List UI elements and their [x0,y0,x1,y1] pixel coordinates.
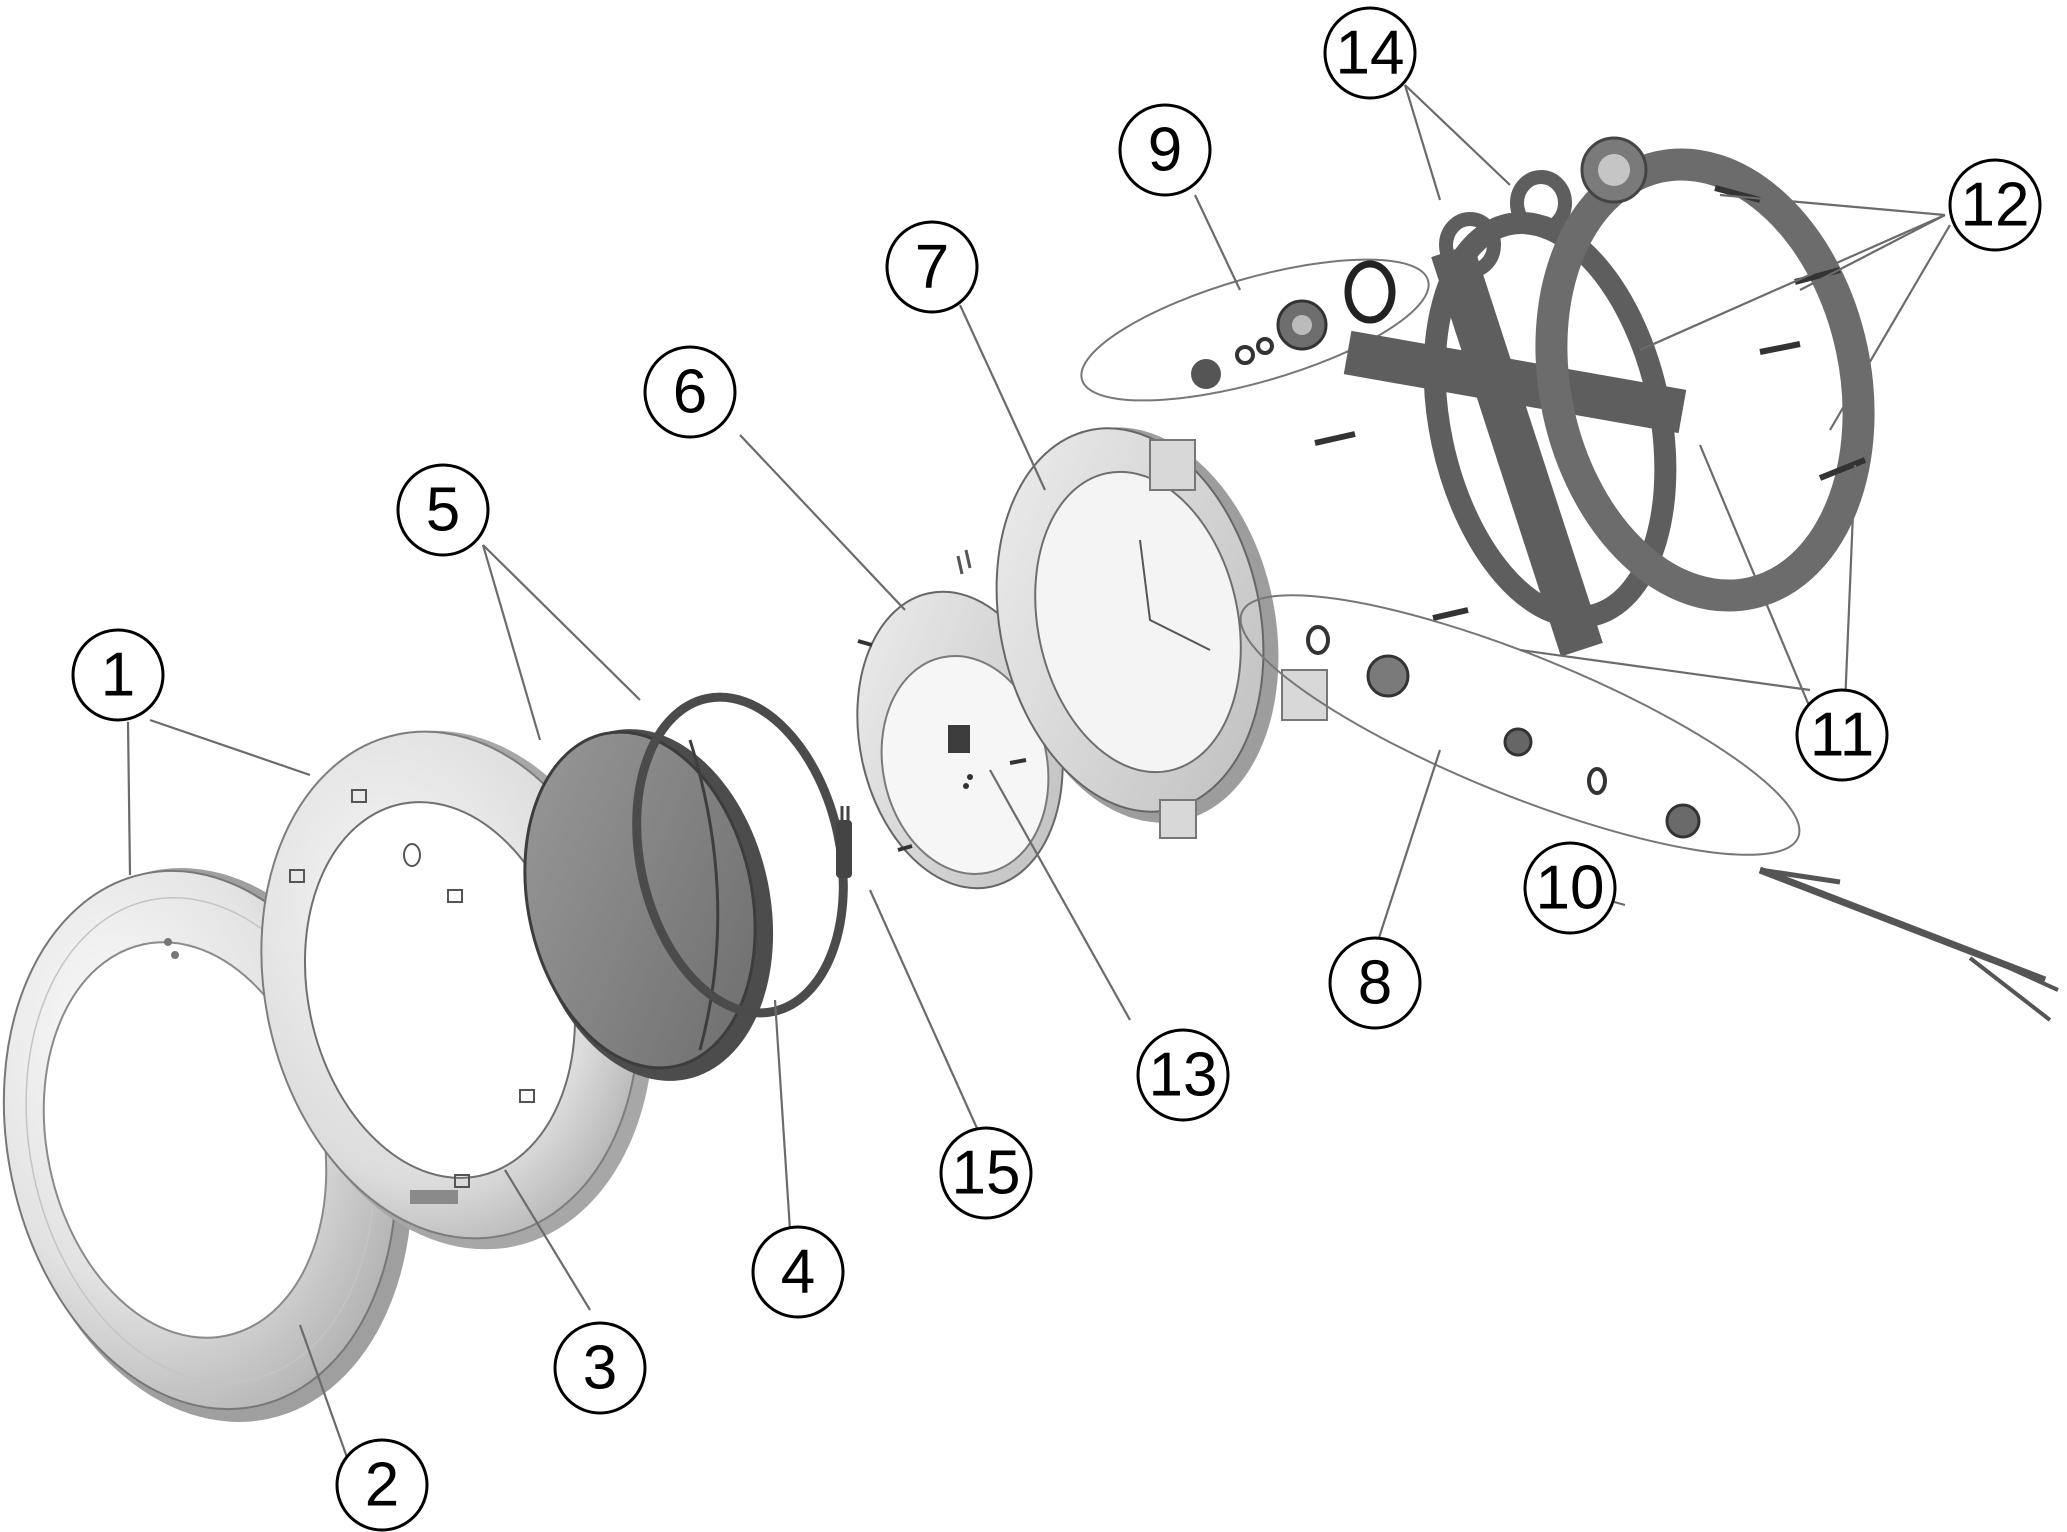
callout-13: 13 [1136,1028,1230,1122]
callout-label-12: 12 [1961,171,2030,240]
mounting-bracket-part [1314,170,1687,657]
callout-label-4: 4 [781,1238,815,1307]
callout-11: 11 [1795,688,1889,782]
callout-label-11: 11 [1810,701,1874,770]
callout-1: 1 [71,628,165,722]
callout-label-3: 3 [583,1334,617,1403]
callout-3: 3 [553,1321,647,1415]
fittings-group-8 [1239,594,1801,856]
callout-4: 4 [751,1225,845,1319]
callout-2: 2 [335,1438,429,1532]
callout-label-1: 1 [101,641,135,710]
callout-label-6: 6 [673,358,707,427]
callout-5: 5 [396,463,490,557]
callout-label-2: 2 [365,1451,399,1520]
leader-lines [126,84,1951,1481]
callout-6: 6 [643,345,737,439]
cable-part [1758,866,2059,1022]
housing-part [995,427,1328,839]
callout-label-9: 9 [1148,116,1182,185]
connector-part [836,806,852,878]
callout-15: 15 [939,1126,1033,1220]
callout-8: 8 [1328,936,1422,1030]
callout-10: 10 [1523,841,1617,935]
callout-label-7: 7 [915,233,949,302]
callout-label-8: 8 [1358,949,1392,1018]
callout-label-10: 10 [1536,854,1605,923]
callout-label-14: 14 [1336,19,1405,88]
callout-12: 12 [1948,158,2042,252]
callout-14: 14 [1323,6,1417,100]
callout-label-15: 15 [952,1139,1021,1208]
callout-label-13: 13 [1149,1041,1218,1110]
fittings-group-9 [1080,258,1430,402]
mounting-ring-part [1535,136,1875,612]
callout-label-5: 5 [426,476,460,545]
callout-9: 9 [1118,103,1212,197]
callout-7: 7 [885,220,979,314]
